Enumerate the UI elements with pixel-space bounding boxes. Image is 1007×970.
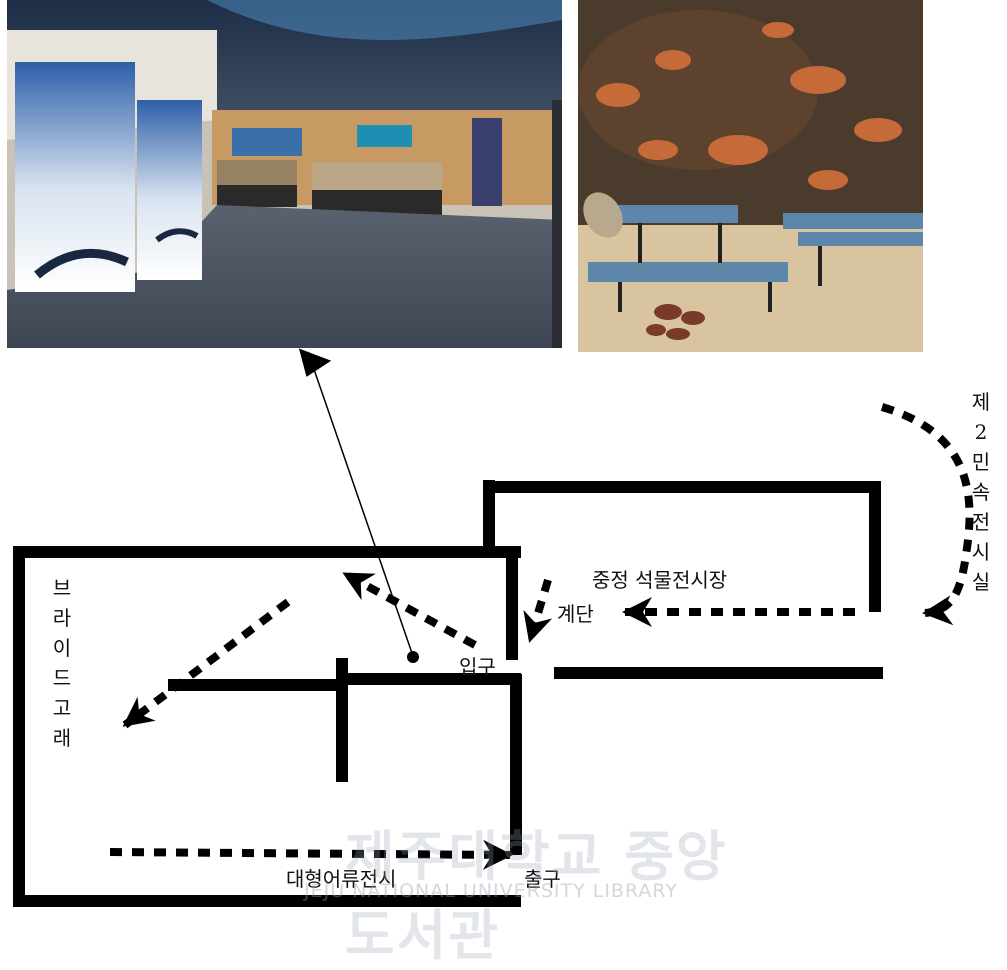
- floor-plan: [13, 348, 974, 907]
- route-from-folk-room: [880, 403, 974, 626]
- entrance-label: 입구: [459, 655, 496, 679]
- route-large-fish-to-exit: [109, 839, 513, 870]
- fish-tank-photo: [578, 0, 923, 352]
- walls: [13, 480, 883, 907]
- route-to-bride-whale: [122, 598, 291, 729]
- bride-whale-label: 브 라 이 드 고 래: [52, 576, 72, 750]
- large-fish-label: 대형어류전시: [286, 867, 397, 891]
- photo-pointer-arrowhead: [298, 348, 332, 377]
- fish-tank-photo-drawing: [578, 0, 923, 352]
- exit-label: 출구: [524, 867, 561, 891]
- exhibition-hall-photo-drawing: [7, 0, 562, 348]
- second-folk-room-label: 제 2 민 속 전 시 실: [971, 390, 991, 594]
- minerals-hall-label: 중정 석물전시장: [592, 568, 728, 592]
- viewpoint-dot: [407, 651, 419, 663]
- routes: [109, 403, 974, 870]
- exhibition-hall-photo: [7, 0, 562, 348]
- stairs-label: 계단: [557, 602, 594, 626]
- route-stairs-down: [523, 578, 553, 643]
- photo-pointer-line: [307, 351, 414, 657]
- route-entrance-to-hall: [342, 570, 477, 649]
